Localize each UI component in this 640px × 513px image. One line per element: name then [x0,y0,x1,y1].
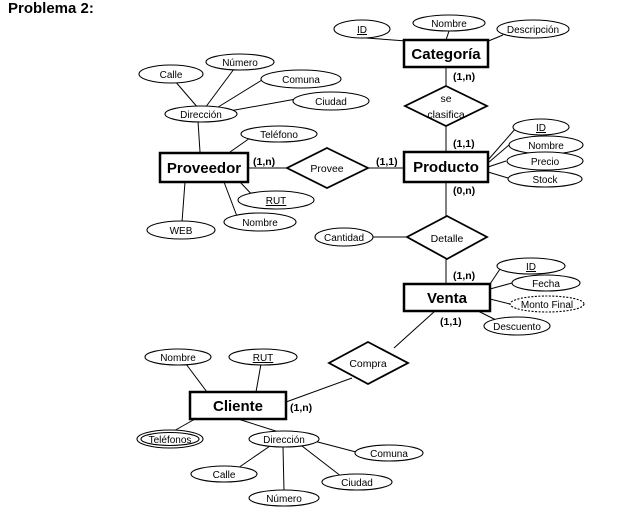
attribute-label: Ciudad [341,478,373,489]
entity-producto: Producto [402,150,490,184]
attribute-cliente-telefonos: Teléfonos [136,429,204,449]
entity-categoria: Categoría [402,38,490,69]
cardinality-proveedor: (1,n) [253,156,275,168]
attribute-cliente-rut: RUT [228,348,298,366]
relationship-provee: Provee [284,146,371,190]
page-title: Problema 2: [8,0,94,17]
entity-label: Venta [427,290,468,307]
attribute-venta-monto-final: Monto Final [509,295,585,313]
entity-label: Producto [413,159,479,176]
attribute-label: Número [222,58,258,69]
attribute-cliente-ciudad: Ciudad [321,473,393,491]
attribute-label: Dirección [180,110,222,121]
attribute-label: RUT [253,353,274,364]
attribute-categoria-id: ID [333,19,391,39]
attribute-label: Ciudad [315,97,347,108]
attribute-detalle-cantidad: Cantidad [314,227,374,247]
attribute-proveedor-numero: Número [205,53,275,71]
attribute-cliente-direccion: Dirección [248,430,320,448]
attribute-label: ID [536,123,546,134]
attribute-proveedor-ciudad: Ciudad [292,91,370,111]
attribute-label: Nombre [431,19,467,30]
attribute-proveedor-calle: Calle [138,64,204,84]
cardinality-producto-clasifica: (1,1) [453,138,475,150]
attribute-categoria-nombre: Nombre [412,14,486,32]
attribute-label: Teléfono [260,130,298,141]
relationship-label: se [440,93,451,105]
cardinality-producto-provee: (1,1) [376,156,398,168]
connector-lines [171,30,517,492]
attribute-label: Calle [213,470,236,481]
attribute-proveedor-rut: RUT [237,190,315,210]
attribute-label: Nombre [160,353,196,364]
attribute-label: Calle [160,70,183,81]
attribute-venta-descuento: Descuento [483,316,551,336]
attribute-label: Monto Final [521,300,573,311]
attribute-label: ID [526,262,536,273]
attribute-proveedor-telefono: Teléfono [240,125,318,143]
attribute-producto-id: ID [512,118,570,136]
cardinality-categoria: (1,n) [453,71,475,83]
attribute-label: RUT [266,196,287,207]
attribute-cliente-numero: Número [248,489,320,507]
attribute-venta-id: ID [496,257,566,275]
attribute-label: Comuna [282,75,320,86]
attribute-label: Cantidad [324,233,364,244]
attribute-proveedor-web: WEB [146,220,216,240]
attribute-proveedor-comuna: Comuna [260,69,342,89]
attribute-cliente-nombre: Nombre [144,348,212,366]
entity-label: Cliente [213,398,263,415]
entity-venta: Venta [402,282,492,313]
cardinality-venta-detalle: (1,n) [453,270,475,282]
attribute-proveedor-direccion: Dirección [164,105,238,123]
cardinality-labels: (1,n) (1,1) (1,n) (1,1) (0,n) (1,n) (1,1… [253,71,475,414]
attribute-producto-precio: Precio [506,151,584,171]
attribute-producto-stock: Stock [507,170,583,188]
relationship-label: Detalle [431,233,464,245]
relationship-label: clasifica [427,109,465,121]
attribute-label: Teléfonos [149,435,192,446]
relationship-compra: Compra [327,340,410,386]
cardinality-venta-compra: (1,1) [440,316,462,328]
relationship-detalle: Detalle [405,214,489,261]
attribute-label: Nombre [528,141,564,152]
cardinality-cliente: (1,n) [290,402,312,414]
attribute-label: Stock [532,175,558,186]
entity-cliente: Cliente [188,390,288,421]
attribute-label: Comuna [370,449,408,460]
entity-label: Proveedor [167,160,241,177]
entity-label: Categoría [411,46,481,63]
attribute-venta-fecha: Fecha [511,274,581,292]
attribute-producto-nombre: Nombre [508,135,584,155]
attribute-label: Dirección [263,435,305,446]
relationship-label: Provee [310,163,343,175]
attribute-label: Descripción [507,25,559,36]
attribute-proveedor-nombre: Nombre [223,212,297,232]
attribute-label: WEB [170,226,193,237]
attribute-cliente-comuna: Comuna [354,444,424,462]
attribute-cliente-calle: Calle [190,465,258,483]
attribute-label: Nombre [242,218,278,229]
attribute-label: Descuento [493,322,541,333]
attribute-label: ID [357,25,367,36]
cardinality-producto-detalle: (0,n) [453,185,475,197]
entity-proveedor: Proveedor [158,151,250,184]
attribute-categoria-descripcion: Descripción [496,19,570,39]
attribute-label: Precio [531,157,560,168]
attribute-label: Fecha [532,279,560,290]
relationship-label: Compra [349,358,387,370]
relationship-se-clasifica: se clasifica [402,84,490,128]
attribute-label: Número [266,494,302,505]
